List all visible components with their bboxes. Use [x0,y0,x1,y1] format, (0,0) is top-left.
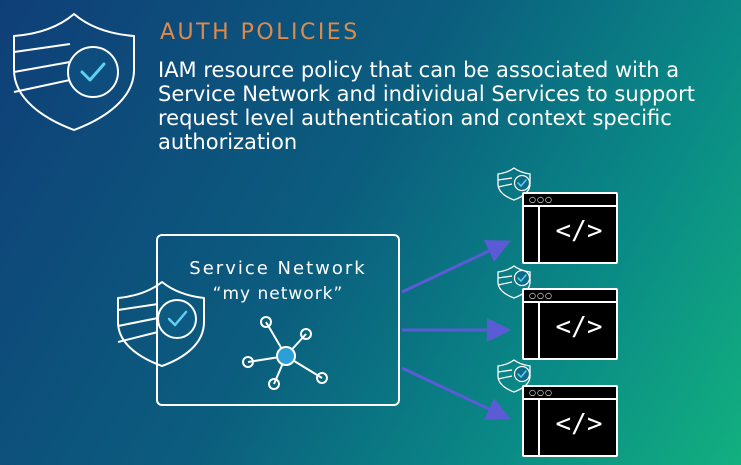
code-icon: </> [555,409,603,439]
service-window-1: ○○○ </> [522,192,618,264]
window-dots-icon: ○○○ [529,291,553,300]
service-network-box: Service Network “my network” [156,234,400,406]
service-window-3: ○○○ </> [522,385,618,457]
window-titlebar: ○○○ [524,194,616,207]
window-sidebar [538,400,540,455]
policy-description: IAM resource policy that can be associat… [158,58,696,154]
arrow-to-service-3 [401,366,511,420]
window-sidebar [538,303,540,358]
window-titlebar: ○○○ [524,290,616,303]
service-network-subtitle: “my network” [212,284,344,304]
window-sidebar [538,207,540,262]
window-dots-icon: ○○○ [529,195,553,204]
service-network-title: Service Network [189,258,367,279]
arrow-to-service-1 [401,240,511,294]
service-window-2: ○○○ </> [522,288,618,360]
service-check-icon-2 [513,269,531,287]
code-icon: </> [555,312,603,342]
service-check-icon-3 [513,365,531,383]
page-title: AUTH POLICIES [160,20,360,45]
code-icon: </> [555,216,603,246]
window-titlebar: ○○○ [524,387,616,400]
large-shield-icon [13,13,135,131]
network-hub-icon [242,316,328,390]
service-check-icon-1 [513,174,531,192]
window-dots-icon: ○○○ [529,388,553,397]
large-check-badge-icon [67,46,119,98]
